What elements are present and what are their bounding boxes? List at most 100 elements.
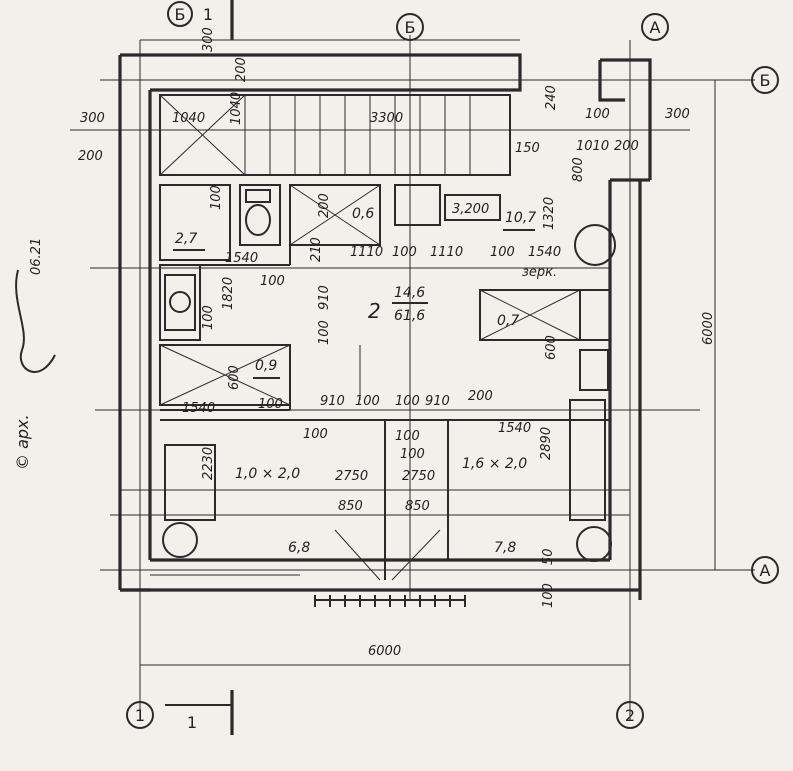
room-area-7: 7,8 <box>494 540 516 556</box>
svg-text:Б: Б <box>760 71 771 90</box>
dimension-lines <box>70 80 716 666</box>
axis-marker-2: 2 <box>616 701 644 729</box>
svg-text:Б: Б <box>405 18 416 37</box>
floor-number: 2 <box>368 299 381 323</box>
dim-600-b: 600 <box>544 335 559 360</box>
dim-100-j: 100 <box>303 427 328 442</box>
room-area-3: 10,7 <box>505 210 536 226</box>
axis-marker-b-top: Б <box>396 13 424 41</box>
dim-100-g: 100 <box>258 397 283 412</box>
door-arcs <box>334 345 441 581</box>
axis-marker-1: 1 <box>126 701 154 729</box>
dim-300-top: 300 <box>201 27 216 52</box>
dim-100-m: 100 <box>541 583 556 608</box>
floor-area-bottom: 61,6 <box>394 308 425 324</box>
svg-text:А: А <box>650 18 661 37</box>
dim-1110-b: 1110 <box>430 245 463 260</box>
dim-100-l: 100 <box>400 447 425 462</box>
dim-1040: 1040 <box>172 111 205 126</box>
dim-1320: 1320 <box>542 197 557 230</box>
dim-850-b: 850 <box>405 499 430 514</box>
nightstand-icon <box>579 349 609 391</box>
closet-crosses <box>159 184 581 406</box>
dim-600-a: 600 <box>227 365 242 390</box>
axis-grid-lines <box>100 35 755 720</box>
wardrobe-icon <box>164 444 216 521</box>
bed-headboard-icon <box>569 399 606 521</box>
bed-left-label: 1,0 × 2,0 <box>235 466 300 482</box>
plant-icon-right <box>576 526 612 562</box>
dim-6000-bottom: 6000 <box>368 644 401 659</box>
dim-200-top: 200 <box>234 57 249 82</box>
staircase <box>159 94 511 176</box>
outer-walls <box>118 53 652 600</box>
room-area-4: 0,7 <box>497 313 519 329</box>
dim-300-right: 300 <box>665 107 690 122</box>
svg-text:1: 1 <box>187 713 197 732</box>
dimension-labels: 300 200 300 200 1040 1040 3300 240 100 3… <box>78 27 716 659</box>
dim-1540-a: 1540 <box>225 251 258 266</box>
dim-100-c: 100 <box>490 245 515 260</box>
sink-icon <box>169 291 191 313</box>
axis-marker-a-top: А <box>641 13 669 41</box>
dim-50: 50 <box>541 548 556 565</box>
signature-text: © арх. <box>13 414 32 470</box>
dim-3300: 3300 <box>370 111 403 126</box>
dim-200-mid: 200 <box>468 389 493 404</box>
axis-marker-b-right: Б <box>751 66 779 94</box>
dim-100-f: 100 <box>317 320 332 345</box>
mirror-label: зерк. <box>522 265 557 280</box>
room-labels: 2,7 0,6 10,7 0,7 0,9 6,8 7,8 2 14,6 61,6 <box>173 206 536 561</box>
section-mark-bottom: 1 <box>165 690 234 735</box>
dim-1540-d: 1540 <box>498 421 531 436</box>
dim-200-wc: 200 <box>317 193 332 218</box>
dim-910-b: 910 <box>320 394 345 409</box>
dim-1540-b: 1540 <box>528 245 561 260</box>
dim-200-right: 200 <box>614 139 639 154</box>
dim-100-b: 100 <box>392 245 417 260</box>
floor-area-top: 14,6 <box>394 285 425 301</box>
dim-2750-b: 2750 <box>402 469 435 484</box>
dim-1040b: 1040 <box>229 92 244 125</box>
signature-scribble <box>15 269 56 373</box>
dim-2890: 2890 <box>539 427 554 460</box>
plant-icon-left <box>162 522 198 558</box>
dim-100-a: 100 <box>585 107 610 122</box>
svg-text:А: А <box>760 561 771 580</box>
dim-100-d: 100 <box>260 274 285 289</box>
svg-text:1: 1 <box>203 5 213 24</box>
dim-850-a: 850 <box>338 499 363 514</box>
axis-marker-a-right: А <box>751 556 779 584</box>
furniture-labels: 1,0 × 2,0 1,6 × 2,0 3,200 зерк. <box>235 202 557 482</box>
signature-date: 06.21 <box>29 238 44 275</box>
bed-right-label: 1,6 × 2,0 <box>462 456 527 472</box>
dim-100-k: 100 <box>395 429 420 444</box>
radiator <box>314 595 466 607</box>
dim-100-e: 100 <box>201 305 216 330</box>
sink-counter-icon <box>164 274 196 331</box>
interior-walls <box>159 184 611 580</box>
svg-text:1: 1 <box>135 706 145 725</box>
dim-150: 150 <box>515 141 540 156</box>
dim-100-i: 100 <box>395 394 420 409</box>
svg-text:2: 2 <box>625 706 635 725</box>
dim-910-a: 910 <box>317 285 332 310</box>
section-mark-top: Б 1 <box>167 0 234 40</box>
room-area-1: 2,7 <box>175 231 197 247</box>
dim-2750-a: 2750 <box>335 469 368 484</box>
room-area-6: 6,8 <box>288 540 310 556</box>
dim-910-c: 910 <box>425 394 450 409</box>
dim-1820: 1820 <box>221 277 236 310</box>
axis-markers: Б А Б А 1 2 <box>126 13 779 729</box>
dim-100-h: 100 <box>355 394 380 409</box>
dim-800: 800 <box>571 157 586 182</box>
dim-1540-c: 1540 <box>182 401 215 416</box>
dim-1010: 1010 <box>576 139 609 154</box>
architect-signature: © арх. 06.21 <box>13 238 56 470</box>
cabinet-label: 3,200 <box>452 202 489 217</box>
stair-treads <box>159 94 471 176</box>
stove-icon <box>394 184 441 226</box>
room-area-5: 0,9 <box>255 358 277 374</box>
